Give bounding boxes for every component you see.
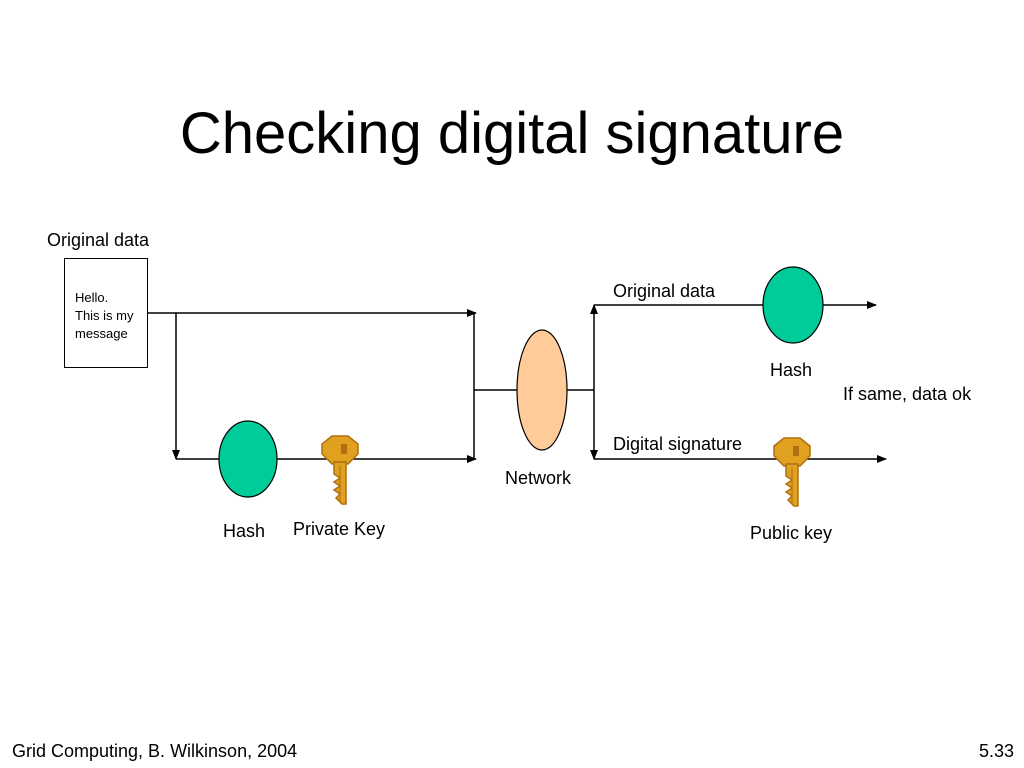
message-box: Hello. This is my message (64, 258, 148, 368)
message-line: message (75, 326, 128, 341)
slide-title: Checking digital signature (179, 101, 845, 166)
slide-number: 5.33 (978, 741, 1014, 761)
signature-label: Digital signature (613, 434, 743, 454)
sender-data-label: Original data (47, 230, 150, 250)
footer-credit: Grid Computing, B. Wilkinson, 2004 (12, 741, 298, 761)
public-key-label: Public key (750, 523, 833, 543)
receiver-hash-circle (762, 266, 824, 344)
private-key-label: Private Key (293, 519, 386, 539)
network-label: Network (505, 468, 572, 488)
private-key-icon (321, 435, 359, 505)
sender-hash-label: Hash (223, 521, 266, 541)
message-line: Hello. (75, 290, 109, 305)
network-oval (516, 329, 568, 451)
message-text: Hello. This is my message (75, 289, 134, 343)
receiver-data-label: Original data (613, 281, 716, 301)
receiver-flow-lines (590, 301, 887, 463)
message-line: This is my (75, 308, 134, 323)
sender-hash-circle (218, 420, 278, 498)
receiver-hash-label: Hash (770, 360, 813, 380)
public-key-icon (773, 437, 811, 507)
result-label: If same, data ok (843, 384, 972, 404)
